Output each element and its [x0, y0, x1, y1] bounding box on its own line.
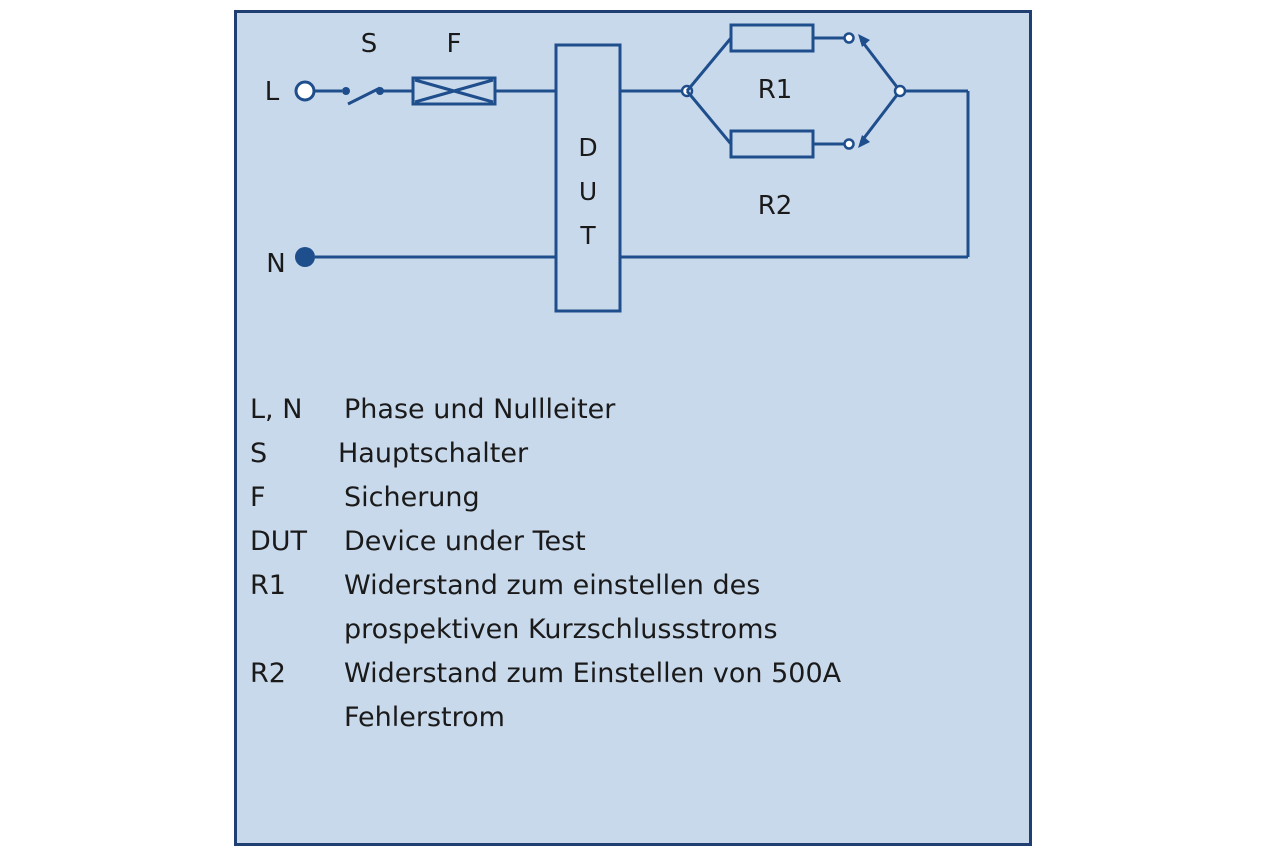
selector-arm-r2 — [859, 90, 902, 143]
legend-abbr: R1 — [250, 570, 286, 601]
switch-contact-left — [342, 87, 350, 95]
legend-desc: Widerstand zum Einstellen von 500A Fehle… — [344, 658, 842, 733]
legend-row: R2 Widerstand zum Einstellen von 500A Fe… — [250, 652, 970, 740]
legend-desc: Sicherung — [344, 482, 480, 513]
selector-arrow-r2 — [858, 135, 870, 148]
dut-box — [554, 43, 622, 313]
legend-abbr: R2 — [250, 658, 286, 689]
legend-row: R1 Widerstand zum einstellen des prospek… — [250, 564, 970, 652]
legend-abbr: S — [250, 438, 268, 469]
r1-contact — [843, 32, 855, 44]
legend-desc: Phase und Nullleiter — [344, 394, 616, 425]
legend-row: F Sicherung — [250, 476, 970, 520]
wire-branch-r1 — [685, 37, 733, 92]
legend-abbr: F — [250, 482, 266, 513]
legend-desc: Device under Test — [344, 526, 586, 557]
legend-row: L, N Phase und Nullleiter — [250, 388, 970, 432]
junction-right — [893, 84, 907, 98]
legend-desc: Widerstand zum einstellen des prospektiv… — [344, 570, 778, 645]
fuse-cross-2 — [414, 78, 494, 104]
switch-blade — [347, 86, 381, 106]
terminal-l — [294, 80, 316, 102]
r2-contact — [843, 138, 855, 150]
label-r2: R2 — [758, 191, 793, 221]
legend: L, N Phase und Nullleiter S Hauptschalte… — [250, 388, 970, 740]
dut-letter-t: T — [579, 221, 596, 250]
selector-arm-r1 — [859, 39, 902, 92]
resistor-r2 — [729, 129, 815, 159]
wire-branch-r2 — [685, 90, 733, 145]
label-n: N — [266, 249, 285, 279]
label-s: S — [361, 29, 378, 59]
dut-letter-u: U — [579, 177, 597, 206]
label-l: L — [265, 77, 280, 107]
legend-abbr: DUT — [250, 526, 308, 557]
legend-abbr: L, N — [250, 394, 303, 425]
dut-letter-d: D — [578, 133, 597, 162]
legend-row: DUT Device under Test — [250, 520, 970, 564]
selector-arrow-r1 — [858, 34, 870, 47]
legend-row: S Hauptschalter — [250, 432, 970, 476]
legend-desc: Hauptschalter — [338, 438, 529, 469]
diagram-panel — [234, 10, 1032, 846]
terminal-n — [295, 247, 315, 267]
resistor-r1 — [729, 23, 815, 53]
label-r1: R1 — [758, 75, 793, 105]
label-f: F — [447, 29, 462, 59]
